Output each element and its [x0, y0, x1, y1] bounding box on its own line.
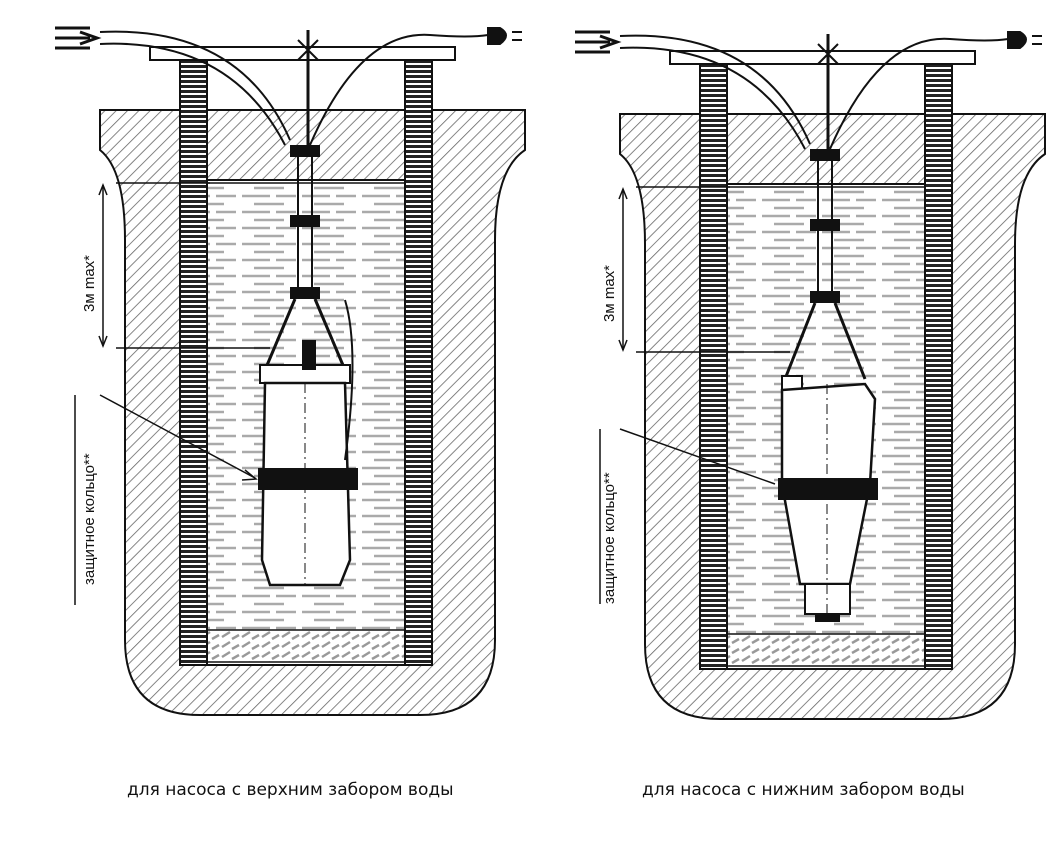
caption: для насоса с нижним забором воды	[642, 780, 965, 800]
ring-label: защитное кольцо**	[81, 453, 98, 585]
protective-ring	[258, 468, 358, 490]
depth-label: 3м max*	[81, 255, 98, 312]
diagram-lower-intake: 3м max* защитное кольцо** для насоса с н…	[573, 30, 1047, 800]
pump-lower-intake	[778, 302, 878, 624]
protective-ring	[778, 478, 878, 500]
diagram-upper-intake: 3м max* защитное кольцо** для насоса с в…	[53, 26, 527, 800]
well-illustration	[573, 30, 1047, 721]
pump-upper-intake	[258, 298, 358, 587]
ring-label: защитное кольцо**	[601, 472, 618, 604]
caption: для насоса с верхним забором воды	[127, 780, 454, 800]
depth-label: 3м max*	[601, 265, 618, 322]
